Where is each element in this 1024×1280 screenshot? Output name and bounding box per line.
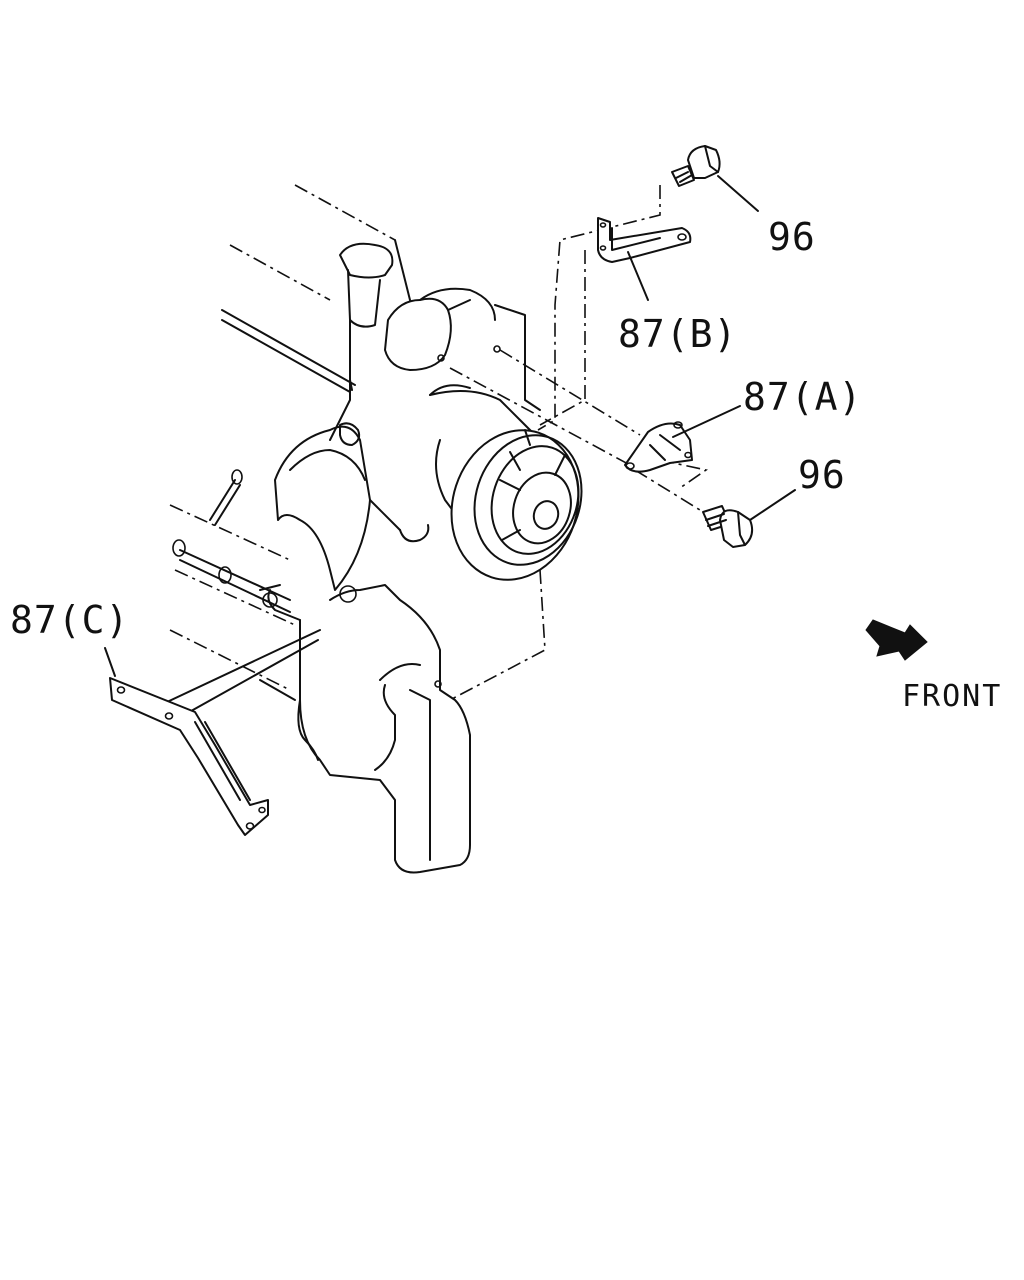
engine-block [169,184,541,874]
bracket-87b [597,217,692,263]
label-87a: 87(A) [743,375,863,419]
assembly-lines [149,185,708,721]
label-96-mid: 96 [798,453,846,497]
bracket-87c [109,677,269,836]
bolt-96-mid [702,505,754,548]
front-arrow-icon [865,619,928,661]
label-87c: 87(C) [10,598,130,642]
pulley [450,429,583,581]
label-87b: 87(B) [618,312,738,356]
label-96-top: 96 [768,215,816,259]
bracket-87a [624,421,693,473]
leader-lines [104,175,796,677]
bolt-96-top [671,145,721,187]
label-front: FRONT [902,679,1003,714]
